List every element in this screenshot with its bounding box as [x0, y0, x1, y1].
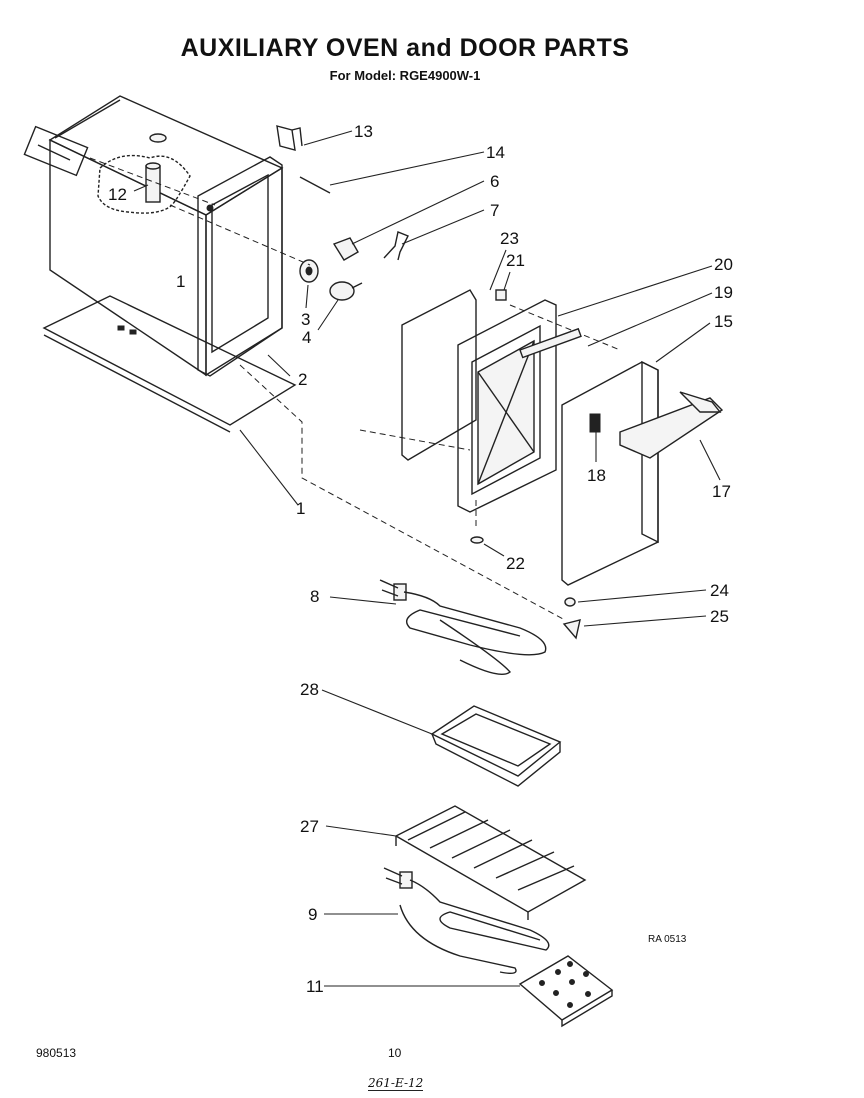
part-light-bulb [329, 281, 363, 301]
callout-21: 21 [506, 251, 525, 270]
callout-1-liner: 1 [176, 272, 185, 291]
callout-13: 13 [354, 122, 373, 141]
part-rod-bolt [299, 176, 331, 194]
callout-27: 27 [300, 817, 319, 836]
part-insulation-and-vent [97, 133, 191, 214]
callout-9: 9 [308, 905, 317, 924]
part-clip [383, 231, 409, 261]
model-subtitle: For Model: RGE4900W-1 [329, 68, 481, 83]
callout-2: 2 [298, 370, 307, 389]
callout-18: 18 [587, 466, 606, 485]
callout-22: 22 [506, 554, 525, 573]
callout-3: 3 [301, 310, 310, 329]
callout-1: 1 [296, 499, 305, 518]
part-bumper [470, 536, 484, 544]
part-broil-rack [394, 805, 587, 920]
part-door-gasket [401, 289, 477, 461]
leader-lines [133, 130, 721, 987]
part-bake-element [383, 867, 550, 975]
callout-25: 25 [710, 607, 729, 626]
part-door-stop [562, 597, 581, 640]
part-lamp-receptacle [299, 259, 319, 283]
part-broil-element [379, 579, 547, 675]
callout-15: 15 [714, 312, 733, 331]
part-door-hinge [519, 327, 582, 359]
callout-7: 7 [490, 201, 499, 220]
callout-17: 17 [712, 482, 731, 501]
part-oven-bottom-panel [42, 295, 297, 433]
page-title: AUXILIARY OVEN and DOOR PARTS [180, 34, 630, 62]
part-screw [495, 289, 507, 301]
callout-8: 8 [310, 587, 319, 606]
part-bracket [276, 125, 303, 151]
part-broil-pan [430, 705, 562, 787]
callout-6: 6 [490, 172, 499, 191]
callout-14: 14 [486, 143, 505, 162]
handwritten-note: 261-E-12 [368, 1076, 424, 1091]
part-oven-front-frame [197, 156, 283, 377]
assembly-lines [89, 157, 621, 621]
part-element-cover-plate [518, 955, 614, 1028]
callout-19: 19 [714, 283, 733, 302]
part-inner-door-frame [457, 299, 557, 513]
part-outer-door [561, 360, 659, 586]
callout-labels: 13 14 6 7 12 1 3 4 2 1 23 21 20 19 15 18… [108, 122, 733, 996]
part-door-handle [619, 391, 724, 459]
callout-12: 12 [108, 185, 127, 204]
callout-24: 24 [710, 581, 729, 600]
page-number: 10 [388, 1046, 402, 1060]
callout-4: 4 [302, 328, 311, 347]
document-number: 980513 [36, 1046, 77, 1060]
reference-code: RA 0513 [648, 934, 687, 945]
callout-20: 20 [714, 255, 733, 274]
callout-23: 23 [500, 229, 519, 248]
part-lamp-socket [332, 237, 359, 261]
callout-11: 11 [306, 977, 324, 996]
callout-28: 28 [300, 680, 319, 699]
